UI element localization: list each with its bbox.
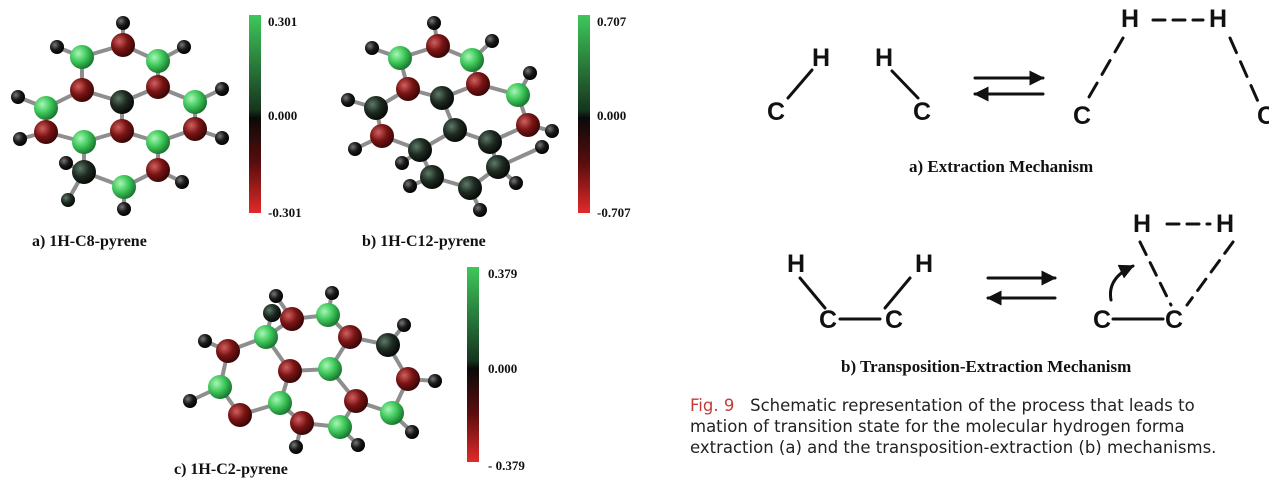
extraction-bonds	[786, 18, 1262, 108]
colorbar-b-max: 0.707	[597, 14, 627, 29]
molecule-b-render	[341, 16, 559, 217]
figure-caption-line-1: Fig. 9 Schematic representation of the p…	[690, 395, 1269, 416]
transposition-caption: b) Transposition-Extraction Mechanism	[841, 357, 1132, 376]
colorbar-a-max: 0.301	[268, 14, 298, 29]
molecule-panel-a: 0.301 0.000 -0.301 a) 1H-C8-pyrene	[0, 0, 330, 250]
transposition-atom-h1: H	[787, 250, 806, 278]
colorbar-c	[467, 267, 479, 462]
figure-caption: Fig. 9 Schematic representation of the p…	[690, 395, 1269, 458]
extraction-ts-c1: C	[1073, 102, 1092, 130]
extraction-caption: a) Extraction Mechanism	[909, 157, 1094, 176]
colorbar-b	[578, 15, 590, 213]
colorbar-a	[249, 15, 261, 213]
extraction-mechanism: C H H C H H C C a) Extraction Mechanism	[755, 0, 1269, 185]
extraction-ts-c2: C	[1257, 102, 1269, 130]
extraction-ts-h2: H	[1209, 5, 1228, 33]
transposition-ts-c2: C	[1165, 306, 1184, 334]
molecule-panel-b: 0.707 0.000 -0.707 b) 1H-C12-pyrene	[330, 0, 660, 250]
transposition-atom-c2: C	[885, 306, 904, 334]
molecule-c-render	[183, 286, 442, 454]
molecule-panel-c: 0.379 0.000 - 0.379 c) 1H-C2-pyrene	[150, 255, 550, 481]
extraction-atom-h2: H	[875, 44, 894, 72]
transposition-ts-c1: C	[1093, 306, 1112, 334]
figure-label: Fig. 9	[690, 396, 735, 415]
molecule-a-render	[11, 16, 229, 216]
transposition-bonds	[798, 222, 1235, 321]
colorbar-c-max: 0.379	[488, 266, 518, 281]
colorbar-c-mid: 0.000	[488, 361, 518, 376]
colorbar-c-min: - 0.379	[488, 458, 525, 473]
transposition-ts-h1: H	[1133, 210, 1152, 238]
figure-caption-text-1: Schematic representation of the process …	[750, 396, 1195, 415]
colorbar-a-mid: 0.000	[268, 108, 298, 123]
figure-caption-line-2: mation of transition state for the molec…	[690, 417, 1185, 436]
transposition-atom-c1: C	[819, 306, 838, 334]
transposition-mechanism: H H C C H H C C b) Transposition-Extract…	[755, 200, 1269, 385]
transposition-ts-h2: H	[1216, 210, 1235, 238]
figure-caption-line-3: extraction (a) and the transposition-ext…	[690, 438, 1217, 457]
transposition-atom-h2: H	[915, 250, 934, 278]
extraction-ts-h1: H	[1121, 5, 1140, 33]
molecule-c-caption: c) 1H-C2-pyrene	[174, 461, 288, 478]
colorbar-b-min: -0.707	[597, 205, 631, 220]
colorbar-b-mid: 0.000	[597, 108, 627, 123]
extraction-atom-h1: H	[812, 44, 831, 72]
molecule-a-caption: a) 1H-C8-pyrene	[32, 233, 147, 250]
extraction-atom-c1: C	[767, 98, 786, 126]
extraction-atom-c2: C	[913, 98, 932, 126]
molecule-b-caption: b) 1H-C12-pyrene	[362, 233, 486, 250]
colorbar-a-min: -0.301	[268, 205, 302, 220]
